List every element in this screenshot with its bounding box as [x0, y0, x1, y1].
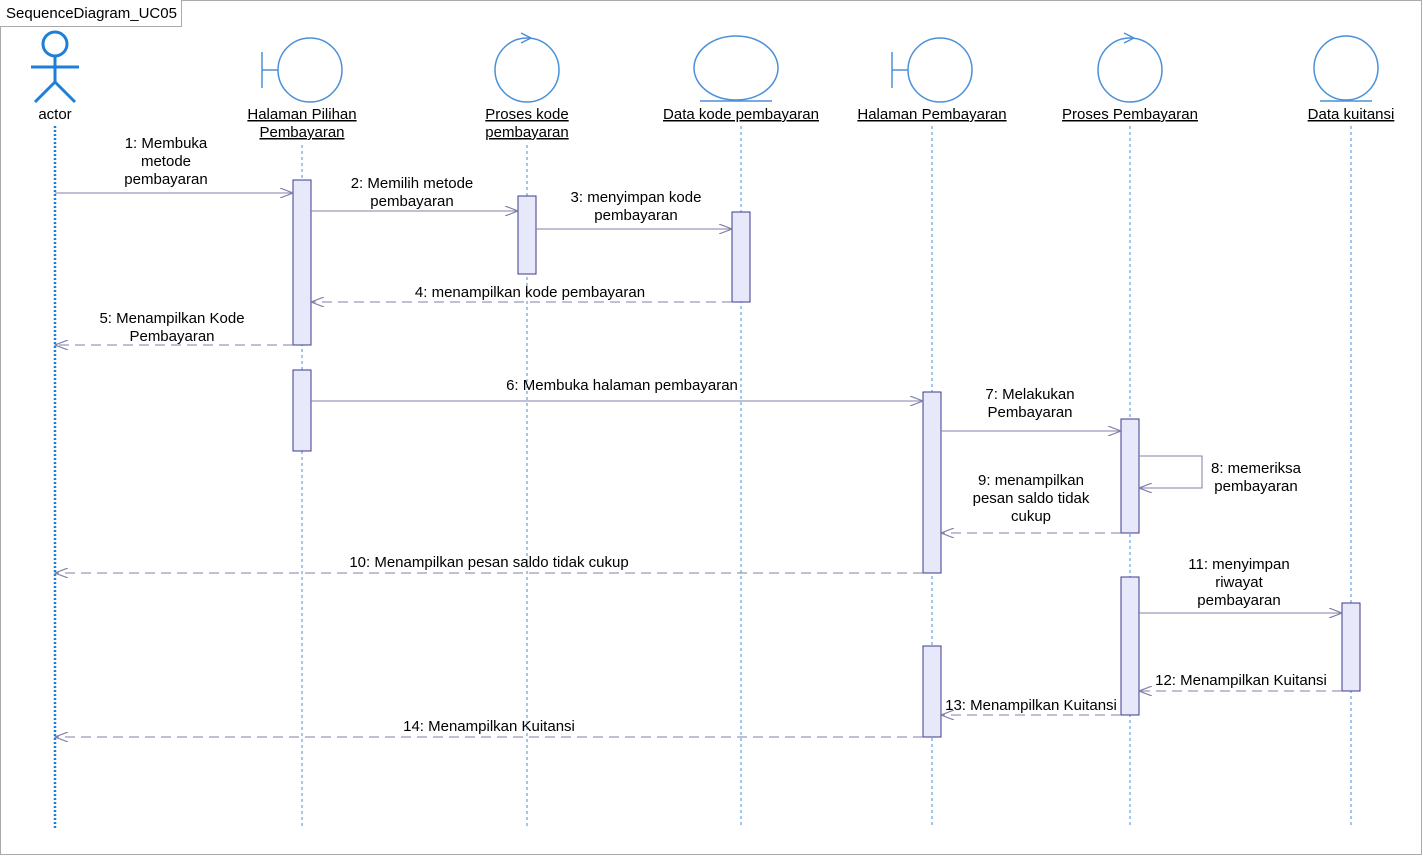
message-label: 1: Membuka: [125, 135, 208, 152]
lifeline-label: Proses Pembayaran: [1062, 106, 1198, 123]
message-label: 2: Memilih metode: [351, 175, 474, 192]
activation-bar: [1120, 418, 1140, 534]
lifeline-label: Data kode pembayaran: [663, 106, 819, 123]
message-label: 14: Menampilkan Kuitansi: [403, 718, 575, 735]
lifeline-data-kode: Data kode pembayaran: [663, 35, 819, 828]
lifeline-label: Pembayaran: [259, 124, 344, 141]
message-label: 13: Menampilkan Kuitansi: [945, 697, 1117, 714]
lifeline-label: actor: [38, 106, 71, 123]
message-label: 3: menyimpan kode: [571, 189, 702, 206]
control-icon: [494, 32, 560, 103]
diagram-title: SequenceDiagram_UC05: [0, 0, 182, 27]
message-10: 10: Menampilkan pesan saldo tidak cukup: [55, 554, 923, 573]
activation-bar: [922, 645, 942, 738]
lifeline-label: Data kuitansi: [1308, 106, 1395, 123]
activation-bar: [922, 391, 942, 574]
message-14: 14: Menampilkan Kuitansi: [55, 718, 923, 737]
message-label: pembayaran: [124, 171, 207, 188]
message-label: metode: [141, 153, 191, 170]
message-label: pesan saldo tidak: [973, 490, 1090, 507]
entity-icon: [693, 35, 779, 102]
actor-icon: [31, 30, 79, 104]
message-label: pembayaran: [1214, 478, 1297, 495]
message-label: Pembayaran: [129, 328, 214, 345]
lifeline-label: Halaman Pilihan: [247, 106, 356, 123]
boundary-icon: [261, 37, 343, 103]
message-label: 4: menampilkan kode pembayaran: [415, 284, 645, 301]
activation-bar: [1341, 602, 1361, 692]
message-label: 11: menyimpan: [1188, 556, 1289, 573]
message-12: 12: Menampilkan Kuitansi: [1139, 672, 1342, 691]
message-label: pembayaran: [594, 207, 677, 224]
message-label: riwayat: [1215, 574, 1263, 591]
message-label: 12: Menampilkan Kuitansi: [1155, 672, 1327, 689]
message-6: 6: Membuka halaman pembayaran: [311, 377, 923, 401]
message-label: 10: Menampilkan pesan saldo tidak cukup: [349, 554, 628, 571]
message-label: cukup: [1011, 508, 1051, 525]
activation-bar: [292, 369, 312, 452]
message-label: pembayaran: [1197, 592, 1280, 609]
activation-bar: [731, 211, 751, 303]
activation-bar: [517, 195, 537, 275]
message-label: 7: Melakukan: [985, 386, 1074, 403]
activation-bar: [1120, 576, 1140, 716]
lifeline-label: Halaman Pembayaran: [857, 106, 1006, 123]
boundary-icon: [891, 37, 973, 103]
entity-icon: [1313, 35, 1379, 102]
message-label: Pembayaran: [987, 404, 1072, 421]
message-4: 4: menampilkan kode pembayaran: [311, 284, 732, 302]
lifeline-label: Proses kode: [485, 106, 568, 123]
control-icon: [1097, 32, 1163, 103]
message-label: 9: menampilkan: [978, 472, 1084, 489]
message-label: 6: Membuka halaman pembayaran: [506, 377, 738, 394]
self-message-arrow: [1139, 455, 1203, 488]
lifeline-label: pembayaran: [485, 124, 568, 141]
lifeline-actor: actor: [31, 30, 79, 828]
message-label: pembayaran: [370, 193, 453, 210]
message-13: 13: Menampilkan Kuitansi: [941, 697, 1121, 715]
message-label: 5: Menampilkan Kode: [99, 310, 244, 327]
message-label: 8: memeriksa: [1211, 460, 1302, 477]
lifeline-data-kuitansi: Data kuitansi: [1308, 35, 1395, 828]
activation-bar: [292, 179, 312, 346]
